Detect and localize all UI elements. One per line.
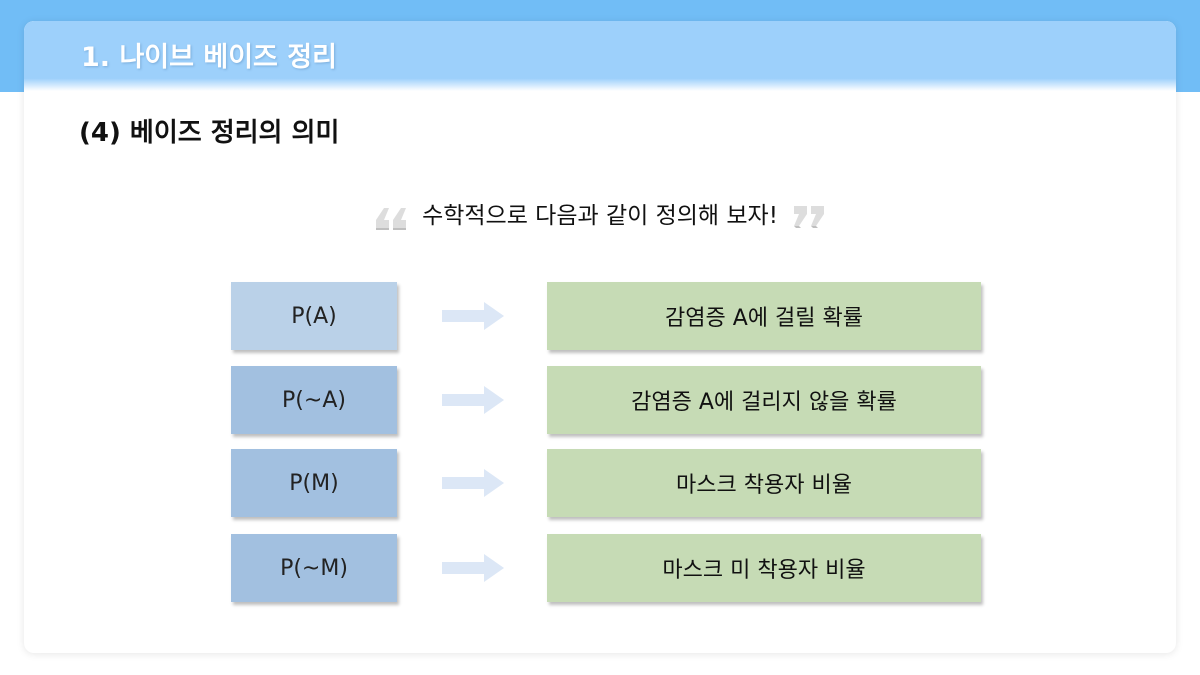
right-arrow-icon (442, 554, 504, 582)
quote-line: 수학적으로 다음과 같이 정의해 보자! (24, 196, 1176, 236)
meaning-box: 마스크 착용자 비율 (547, 449, 981, 517)
term-box: P(~A) (231, 366, 397, 434)
definition-row: P(M) 마스크 착용자 비율 (24, 449, 1176, 517)
meaning-box: 감염증 A에 걸리지 않을 확률 (547, 366, 981, 434)
meaning-box: 마스크 미 착용자 비율 (547, 534, 981, 602)
term-box: P(M) (231, 449, 397, 517)
section-title: 1. 나이브 베이즈 정리 (81, 42, 337, 73)
meaning-box: 감염증 A에 걸릴 확률 (547, 282, 981, 350)
open-quote-icon (376, 208, 407, 230)
term-box: P(~M) (231, 534, 397, 602)
subtitle: (4) 베이즈 정리의 의미 (79, 118, 340, 148)
header-strip (24, 21, 1176, 91)
definition-row: P(A) 감염증 A에 걸릴 확률 (24, 282, 1176, 350)
term-box: P(A) (231, 282, 397, 350)
slide-card: 1. 나이브 베이즈 정리 (4) 베이즈 정리의 의미 수학적으로 다음과 같… (24, 21, 1176, 653)
right-arrow-icon (442, 386, 504, 414)
definition-row: P(~A) 감염증 A에 걸리지 않을 확률 (24, 366, 1176, 434)
right-arrow-icon (442, 302, 504, 330)
right-arrow-icon (442, 469, 504, 497)
quote-text: 수학적으로 다음과 같이 정의해 보자! (422, 203, 778, 229)
close-quote-icon (793, 206, 824, 228)
definition-row: P(~M) 마스크 미 착용자 비율 (24, 534, 1176, 602)
